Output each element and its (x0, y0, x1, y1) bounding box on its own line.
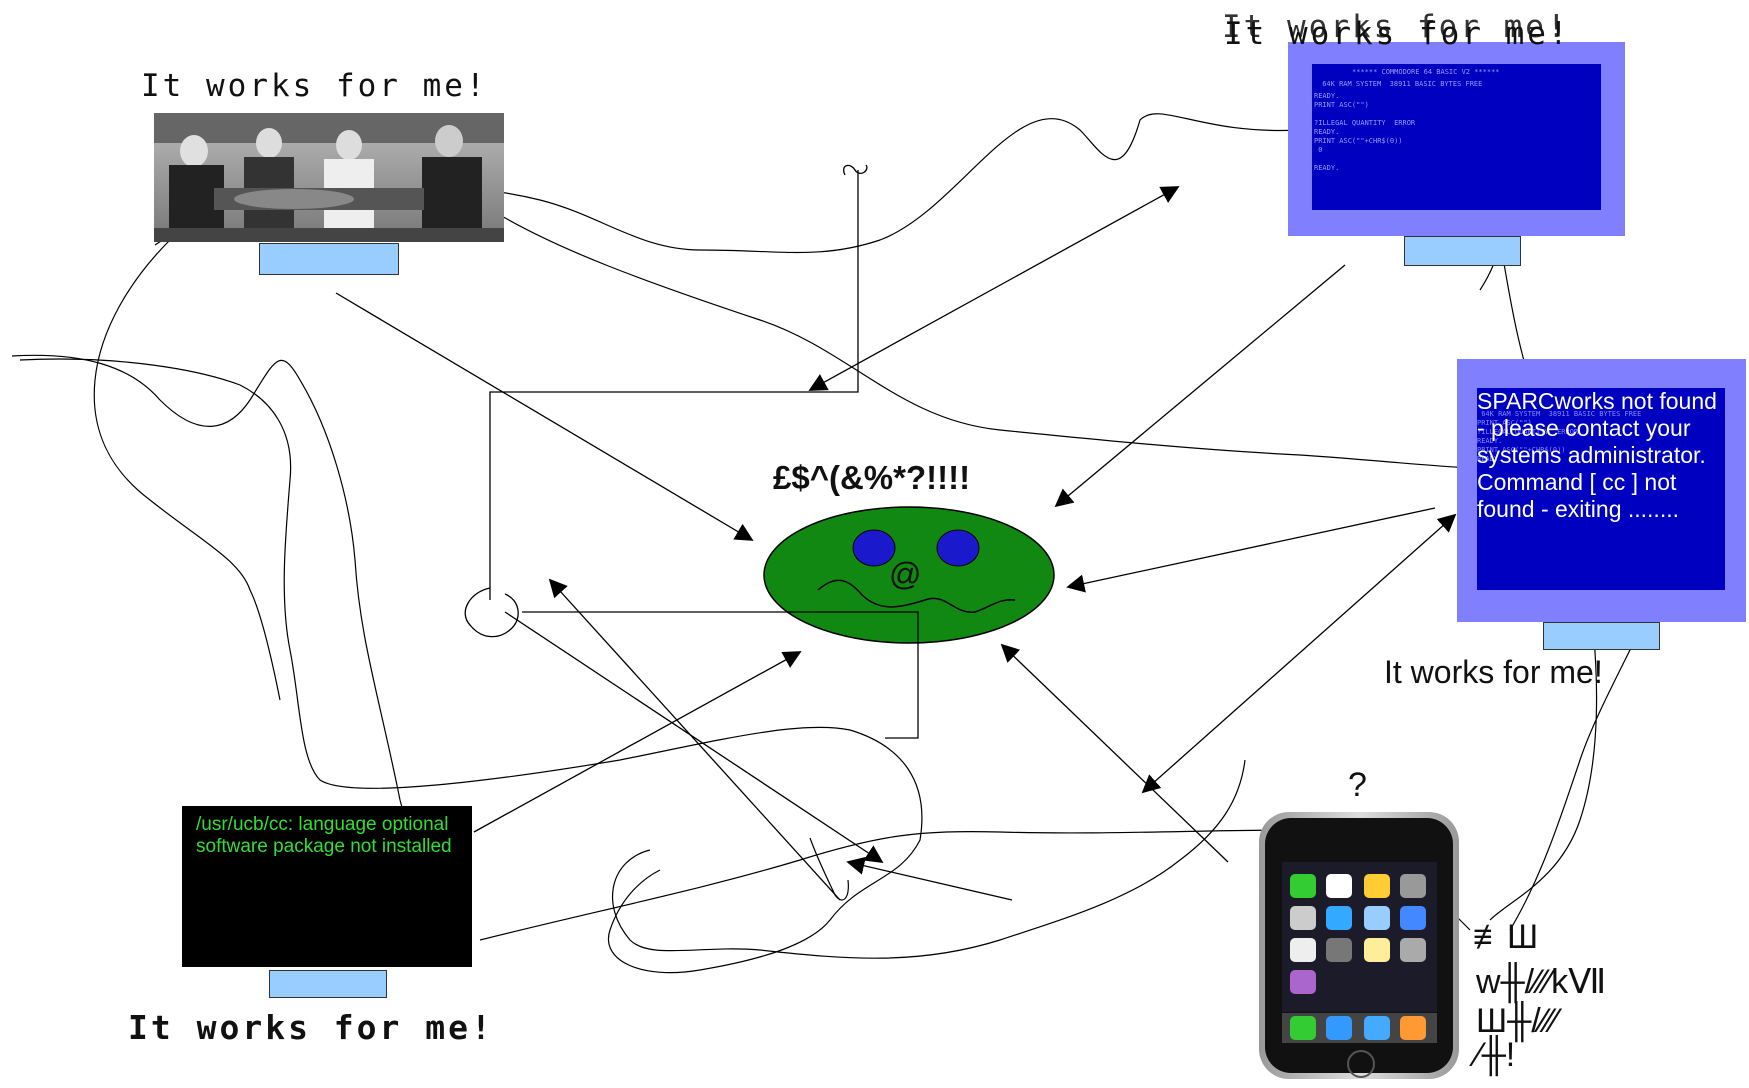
small-loop (464, 587, 519, 638)
scribble-line-4 (93, 239, 281, 701)
c64-screen: ****** COMMODORE 64 BASIC V2 ****** 64K … (1312, 64, 1601, 210)
arrow-c64-to-face (1054, 264, 1346, 508)
arrow-sparc-to-face (1066, 507, 1436, 593)
arrow-center-to-c64 (808, 186, 1180, 391)
question-mark: ? (1348, 766, 1367, 804)
calculator-app-icon (1326, 938, 1352, 962)
label-terminal: It works for me! (128, 1008, 494, 1047)
scribble-line-10 (809, 837, 849, 901)
c64-body: READY. PRINT ASC("") ?ILLEGAL QUANTITY E… (1314, 92, 1416, 172)
c64-ram-line: 64K RAM SYSTEM 38911 BASIC BYTES FREE (1318, 80, 1483, 88)
c64-monitor: ****** COMMODORE 64 BASIC V2 ****** 64K … (1288, 42, 1625, 236)
arrow-lower-a (504, 611, 884, 864)
face-left-eye (852, 529, 896, 567)
arrow-lower-b (548, 578, 841, 901)
arrow-lower-c (846, 856, 1013, 901)
terminal-screen: /usr/ucb/cc: language optional software … (182, 806, 472, 967)
safari-app-icon (1364, 1016, 1390, 1040)
sparc-error-message: SPARCworks not found - please contact yo… (1477, 388, 1717, 522)
face-right-eye (936, 529, 980, 567)
scribble-line-9 (612, 759, 1246, 959)
smartphone-dock (1282, 1013, 1437, 1043)
sparc-monitor: 64K RAM SYSTEM 38911 BASIC BYTES FREE PR… (1457, 359, 1746, 622)
arrow-photo-to-face (335, 292, 754, 541)
face-wavy-mouth (817, 579, 1016, 613)
smartphone (1259, 812, 1459, 1079)
scribble-line-1 (11, 354, 413, 831)
scribble-line-3 (19, 358, 923, 974)
label-top-doubled-shadow: It works for me! (1222, 9, 1569, 45)
garbled-line-4: ⁄╫! (1476, 1036, 1516, 1074)
terminal-error-message: /usr/ucb/cc: language optional software … (196, 814, 452, 857)
bracket-connector-upper (489, 170, 859, 600)
arrow-phone-to-face (1000, 643, 1229, 863)
c64-monitor-stand (1404, 236, 1521, 266)
arrow-terminal-to-face (473, 651, 802, 833)
calendar-app-icon (1326, 874, 1352, 898)
label-top: It works for me! (1224, 16, 1571, 52)
settings-app-icon (1400, 938, 1426, 962)
curl-squiggle (843, 164, 868, 176)
garbled-line-3: Ш╫/⁄⁄⁄ (1476, 1002, 1558, 1040)
terminal-stand (269, 970, 387, 998)
ipod-app-icon (1400, 1016, 1426, 1040)
photos-app-icon (1364, 874, 1390, 898)
bracket-connector-lower (522, 611, 919, 739)
arrow-sparc-to-phone (1141, 513, 1457, 794)
label-sparc: It works for me! (1384, 654, 1603, 690)
garbled-line-2: w╫/⁄⁄⁄kⅦ (1476, 963, 1607, 1001)
maps-app-icon (1364, 906, 1390, 930)
itunes-app-icon (1290, 970, 1316, 994)
smartphone-body (1265, 818, 1453, 1078)
camera-app-icon (1400, 874, 1426, 898)
photo-stand (259, 243, 399, 275)
c64-header: ****** COMMODORE 64 BASIC V2 ****** (1352, 68, 1500, 76)
mail-app-icon (1326, 1016, 1352, 1040)
messages-app-icon (1290, 874, 1316, 898)
face-mouth-at-symbol: @ (889, 556, 922, 592)
sparc-screen: 64K RAM SYSTEM 38911 BASIC BYTES FREE PR… (1477, 388, 1725, 590)
sparc-monitor-stand (1543, 622, 1660, 650)
stocks-app-icon (1326, 906, 1352, 930)
label-topleft: It works for me! (141, 68, 488, 104)
clock-app-icon (1290, 938, 1316, 962)
sparc-background-text: 64K RAM SYSTEM 38911 BASIC BYTES FREE PR… (1477, 410, 1642, 463)
curse-text: £$^(&%*?!!!! (773, 459, 971, 496)
youtube-app-icon (1290, 906, 1316, 930)
weather-app-icon (1400, 906, 1426, 930)
phone-app-icon (1290, 1016, 1316, 1040)
garbled-line-1: ≢Ш (1473, 918, 1539, 956)
notes-app-icon (1364, 938, 1390, 962)
home-button (1347, 1050, 1375, 1078)
workers-photo (154, 113, 504, 242)
smartphone-screen (1282, 862, 1437, 1012)
